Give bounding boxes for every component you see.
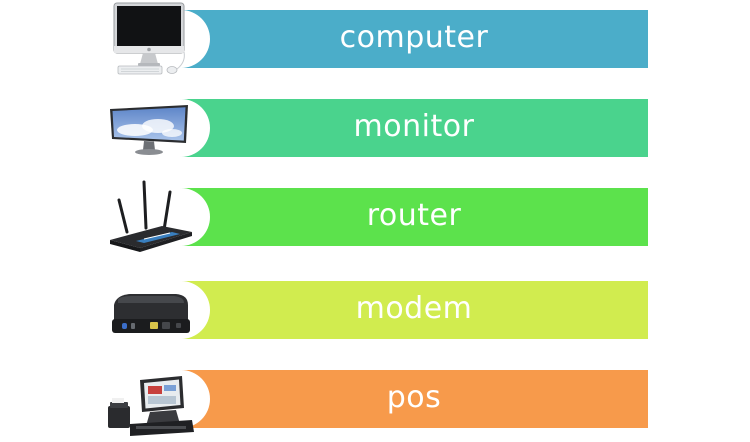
modem-icon: [112, 294, 190, 333]
item-label: modem: [355, 291, 473, 326]
label-bar: [180, 99, 648, 157]
wifi-router-icon: [110, 180, 192, 252]
pos-terminal-icon: [108, 376, 194, 436]
item-label: monitor: [353, 109, 475, 144]
label-bar: [180, 370, 648, 428]
label-bar: [180, 10, 648, 68]
item-label: pos: [386, 380, 442, 415]
label-bar: [180, 188, 648, 246]
list-item-monitor: monitor: [0, 89, 750, 169]
label-bar: [180, 281, 648, 339]
imac-computer-icon: [113, 2, 185, 75]
list-item-modem: modem: [0, 271, 750, 351]
item-label: computer: [339, 20, 489, 55]
list-item-computer: computer: [0, 0, 750, 80]
list-item-pos: pos: [0, 360, 750, 440]
monitor-icon: [110, 105, 188, 155]
list-item-router: router: [0, 178, 750, 258]
item-label: router: [366, 198, 462, 233]
